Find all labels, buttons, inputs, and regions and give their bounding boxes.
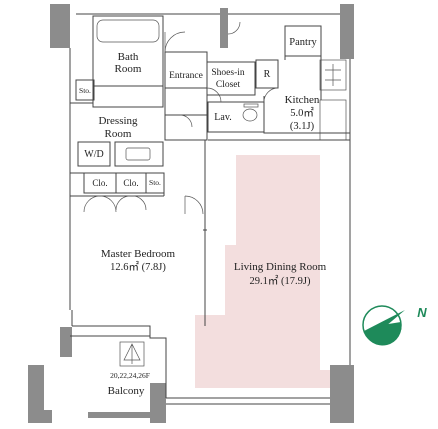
- walls: [28, 4, 354, 423]
- bath-room-label: Room: [115, 63, 142, 75]
- sto-mid-label: Sto.: [149, 178, 161, 187]
- wd-label: W/D: [84, 149, 103, 160]
- balcony-label: Balcony: [108, 385, 145, 397]
- closet-2-label: Clo.: [123, 178, 138, 188]
- compass-north-label: N: [417, 305, 427, 320]
- ldr-highlight: [195, 155, 330, 388]
- interior-lines: [69, 13, 351, 405]
- entrance-label: Entrance: [169, 71, 203, 81]
- sto-top-label: Sto.: [79, 86, 91, 95]
- dressing-room-label: Room: [105, 128, 132, 140]
- closet-1-label: Clo.: [92, 178, 107, 188]
- shoes-in-label: Shoes-in: [211, 68, 245, 78]
- lav-label: Lav.: [214, 112, 231, 123]
- door-swings: [83, 21, 279, 215]
- closet-label: Closet: [216, 80, 241, 90]
- dressing-label: Dressing: [98, 115, 138, 127]
- ldr-label: Living Dining Room: [234, 261, 327, 273]
- balcony-unit-symbol: [119, 341, 145, 367]
- master-bedroom-area-label: 12.6㎡ (7.8J): [110, 261, 166, 273]
- kitchen-area-label: 5.0㎡: [290, 107, 314, 119]
- bath-label: Bath: [118, 51, 139, 63]
- ldr-area-label: 29.1㎡ (17.9J): [250, 275, 311, 287]
- pantry-label: Pantry: [289, 37, 317, 48]
- compass: N: [362, 305, 427, 346]
- refrigerator-label: R: [264, 69, 271, 80]
- master-bedroom-label: Master Bedroom: [101, 248, 176, 260]
- kitchen-label: Kitchen: [285, 94, 320, 106]
- floors-label: 20,22,24,26F: [110, 371, 150, 380]
- kitchen-jo-label: (3.1J): [290, 121, 315, 132]
